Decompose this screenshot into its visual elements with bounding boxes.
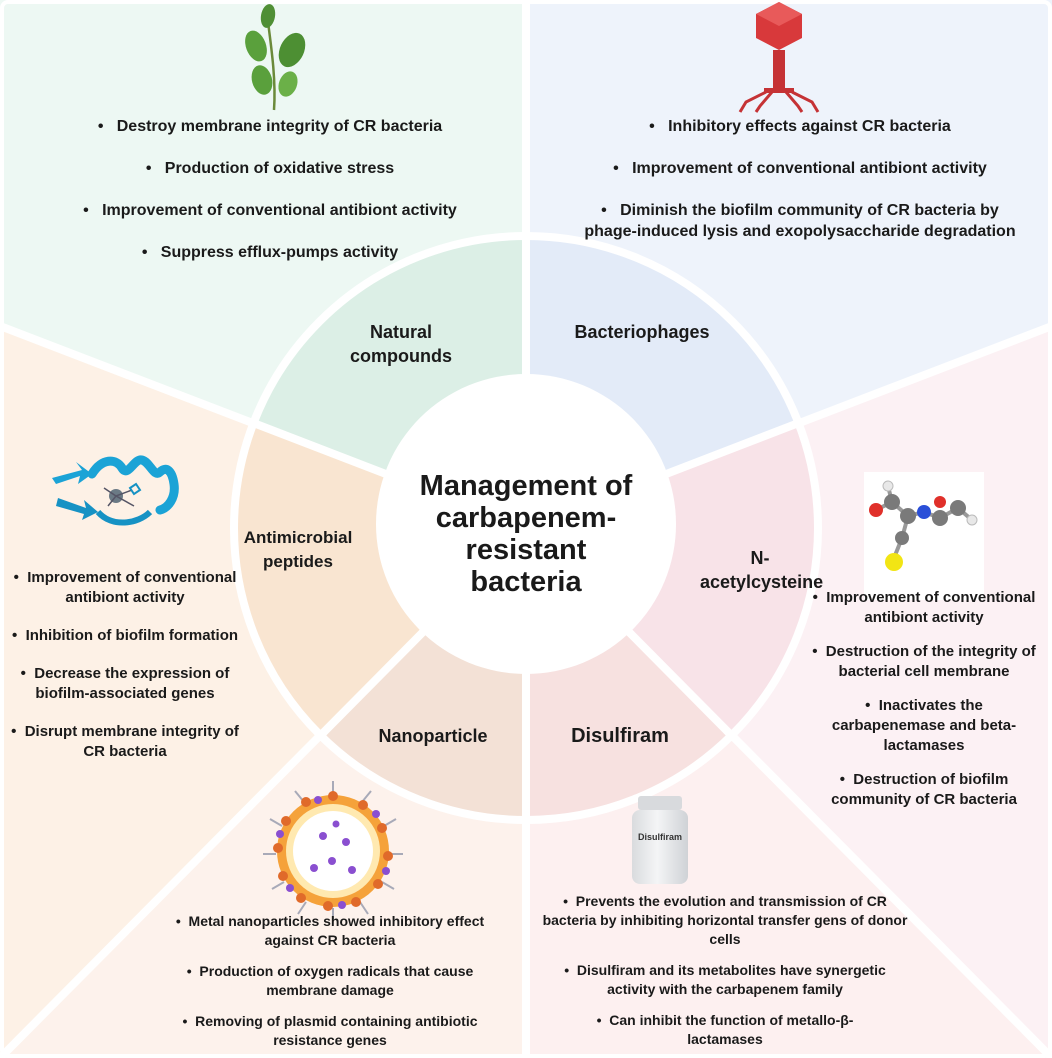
natural-compounds-label: Natural compounds — [350, 322, 452, 366]
list-item: • Removing of plasmid containing antibio… — [182, 1013, 478, 1048]
pill-bottle-icon: Disulfiram — [630, 796, 690, 886]
n-acetylcysteine-list: • Improvement of conventional antibiont … — [800, 588, 1048, 810]
list-item: • Improvement of conventional antibiont … — [812, 589, 1036, 626]
list-item: • Decrease the expression of biofilm-ass… — [20, 665, 230, 702]
center-title: Management of carbapenem-resistant bacte… — [376, 470, 676, 598]
center-title-line-2: carbapenem-resistant — [435, 502, 617, 566]
list-item: • Inhibitory effects against CR bacteria — [649, 118, 951, 135]
bacteriophages-list: • Inhibitory effects against CR bacteria… — [560, 116, 1040, 242]
list-item: • Disrupt membrane integrity of CR bacte… — [11, 723, 239, 760]
list-item: • Inactivates the carbapenemase and beta… — [831, 697, 1017, 754]
center-title-line-1: Management of — [419, 470, 633, 502]
list-item: • Improvement of conventional antibiont … — [83, 202, 457, 219]
bacteriophage-icon — [738, 2, 820, 113]
list-item: • Production of oxygen radicals that cau… — [186, 963, 474, 998]
list-item: • Can inhibit the function of metallo-β-… — [596, 1012, 854, 1047]
peptide-ribbon-icon — [52, 455, 179, 526]
list-item: • Destruction of biofilm community of CR… — [831, 771, 1017, 808]
nanoparticle-label: Nanoparticle — [378, 726, 488, 746]
list-item: • Destruction of the integrity of bacter… — [812, 643, 1036, 680]
antimicrobial-peptides-list: • Improvement of conventional antibiont … — [10, 568, 240, 762]
bacteriophages-label: Bacteriophages — [574, 322, 710, 342]
list-item: • Improvement of conventional antibiont … — [13, 569, 237, 606]
molecule-ball-stick-icon — [864, 472, 984, 600]
disulfiram-label: Disulfiram — [571, 725, 669, 747]
list-item: • Production of oxidative stress — [145, 160, 395, 177]
n-acetylcysteine-label: N- acetylcysteine — [700, 548, 824, 592]
antimicrobial-peptides-label: Antimicrobial peptides — [243, 528, 353, 571]
center-title-line-3: bacteria — [470, 566, 582, 598]
nanoparticle-list: • Metal nanoparticles showed inhibitory … — [150, 912, 510, 1050]
list-item: • Diminish the biofilm community of CR b… — [584, 202, 1016, 240]
center-circle — [376, 374, 676, 674]
list-item: • Suppress efflux-pumps activity — [141, 244, 399, 261]
leaf-plant-icon — [245, 4, 306, 111]
disulfiram-list: • Prevents the evolution and transmissio… — [540, 892, 910, 1049]
list-item: • Metal nanoparticles showed inhibitory … — [175, 913, 485, 948]
list-item: • Improvement of conventional antibiont … — [613, 160, 987, 177]
list-item: • Inhibition of biofilm formation — [11, 627, 239, 644]
list-item: • Destroy membrane integrity of CR bacte… — [97, 118, 443, 135]
list-item: • Prevents the evolution and transmissio… — [542, 893, 908, 947]
list-item: • Disulfiram and its metabolites have sy… — [564, 962, 886, 997]
liposome-nanoparticle-icon — [263, 781, 403, 921]
natural-compounds-list: • Destroy membrane integrity of CR bacte… — [40, 116, 500, 263]
pill-bottle-label: Disulfiram — [637, 832, 682, 842]
